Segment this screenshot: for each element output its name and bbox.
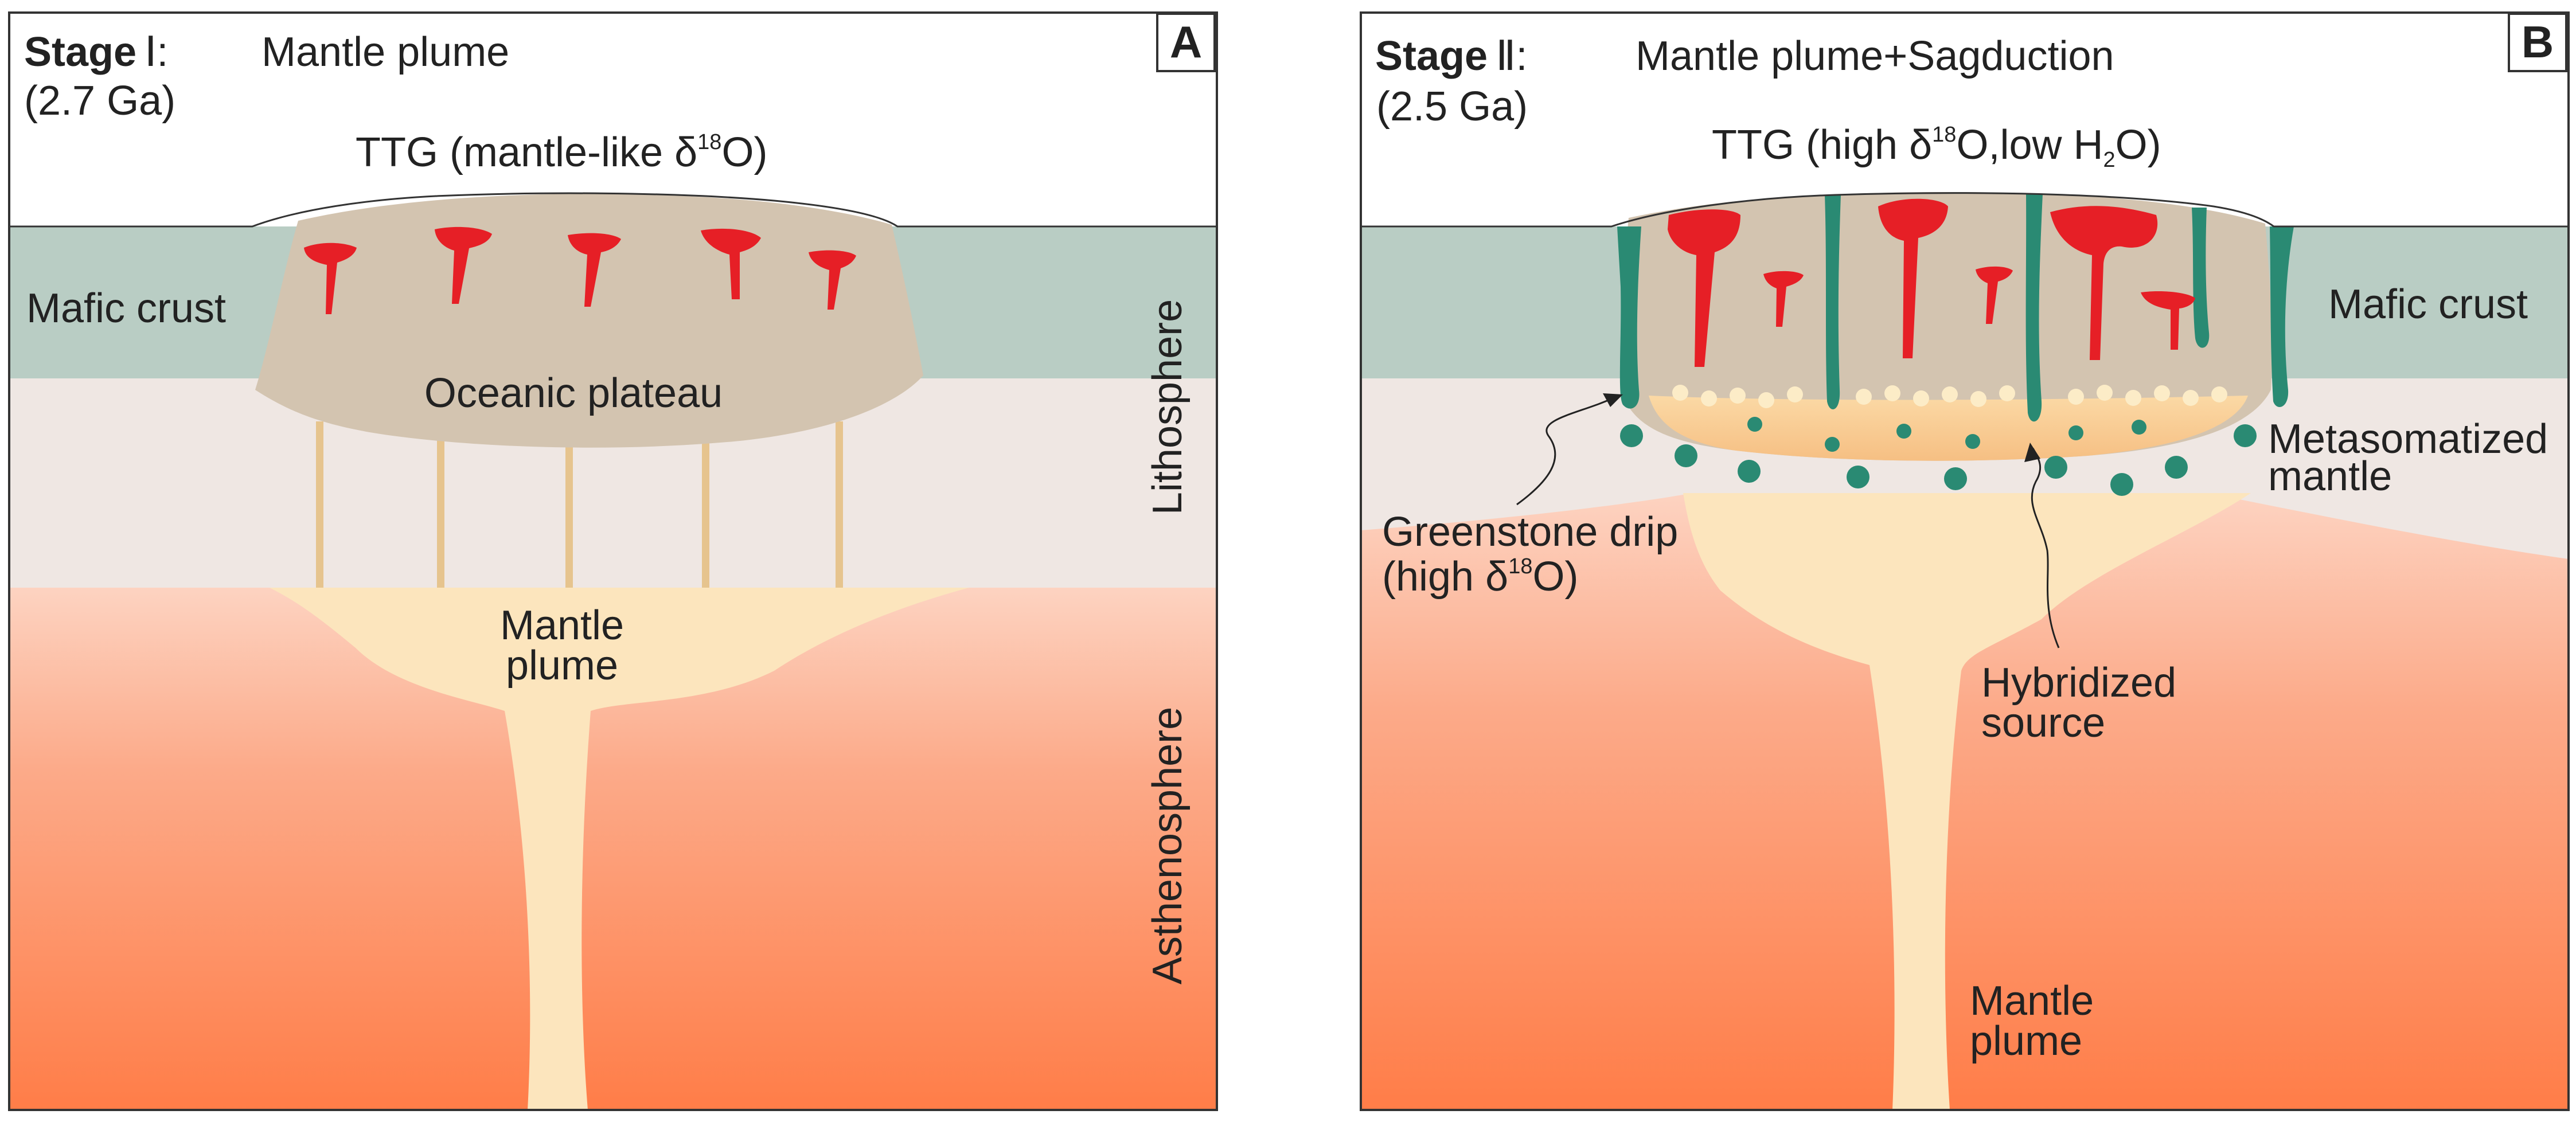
greenstone-drip-label-line2: (high δ18O) xyxy=(1382,554,1578,600)
panel-a-mafic-crust-label: Mafic crust xyxy=(26,286,226,331)
panel-a-letter: A xyxy=(1170,17,1202,67)
melt-conduits xyxy=(316,421,843,588)
hybridized-source-zone xyxy=(1649,396,2248,461)
mantle-plume xyxy=(270,588,969,1110)
greenstone-drip-arrowhead xyxy=(1603,393,1623,407)
asthenosphere-label: Asthenosphere xyxy=(1145,707,1191,984)
panel-a-plume-label-line2: plume xyxy=(506,643,618,689)
hybridized-source-arrowhead xyxy=(2024,443,2040,462)
metasomatized-mantle-dots xyxy=(1620,417,2257,496)
mantle-plume-b xyxy=(1683,493,2251,1110)
panel-a-age: (2.7 Ga) xyxy=(24,78,175,124)
panel-b-letter-box xyxy=(2508,13,2567,72)
panel-b-ttg-label: TTG (high δ18O,low H2O) xyxy=(1712,122,2161,172)
panel-a-ttg-label: TTG (mantle-like δ18O) xyxy=(356,130,767,175)
hybridized-source-label-line1: Hybridized xyxy=(1981,660,2176,706)
panel-a-stage-title: Mantle plume xyxy=(261,29,509,75)
panel-a-oceanic-plateau-label: Oceanic plateau xyxy=(424,370,723,416)
oceanic-plateau xyxy=(255,193,923,448)
panel-a-letter-box xyxy=(1156,13,1216,72)
panel-b-letter: B xyxy=(2522,17,2554,67)
hybridized-source-label-line2: source xyxy=(1981,700,2105,746)
greenstone-drip-arrow xyxy=(1516,396,1617,506)
hybridized-source-arrow xyxy=(2031,448,2060,648)
greenstone-drips xyxy=(1617,194,2294,422)
panel-b-plume-label-line1: Mantle xyxy=(1970,978,2094,1024)
panel-b-frame xyxy=(1360,11,2570,1111)
surface-line-b xyxy=(1361,192,2569,228)
panel-b-plume-label-line2: plume xyxy=(1970,1018,2082,1064)
metasomatized-mantle-label-line2: mantle xyxy=(2268,453,2392,499)
panel-a-plume-label-line1: Mantle xyxy=(500,603,624,648)
panel-a-frame xyxy=(8,11,1218,1111)
hybrid-melt-dots xyxy=(1672,385,2227,408)
ttg-melts xyxy=(304,226,856,314)
lithosphere-label: Lithosphere xyxy=(1145,299,1191,515)
ttg-melts-b xyxy=(1668,198,2195,367)
surface-line xyxy=(9,192,1217,228)
panel-b-stage-title: Mantle plume+Sagduction xyxy=(1636,33,2114,79)
greenstone-drip-label-line1: Greenstone drip xyxy=(1382,509,1678,555)
asthenosphere-layer-b xyxy=(1361,493,2569,1110)
panel-b-mafic-crust-label: Mafic crust xyxy=(2328,282,2528,327)
metasomatized-mantle-label-line1: Metasomatized xyxy=(2268,416,2548,462)
panel-b-age: (2.5 Ga) xyxy=(1376,84,1528,130)
